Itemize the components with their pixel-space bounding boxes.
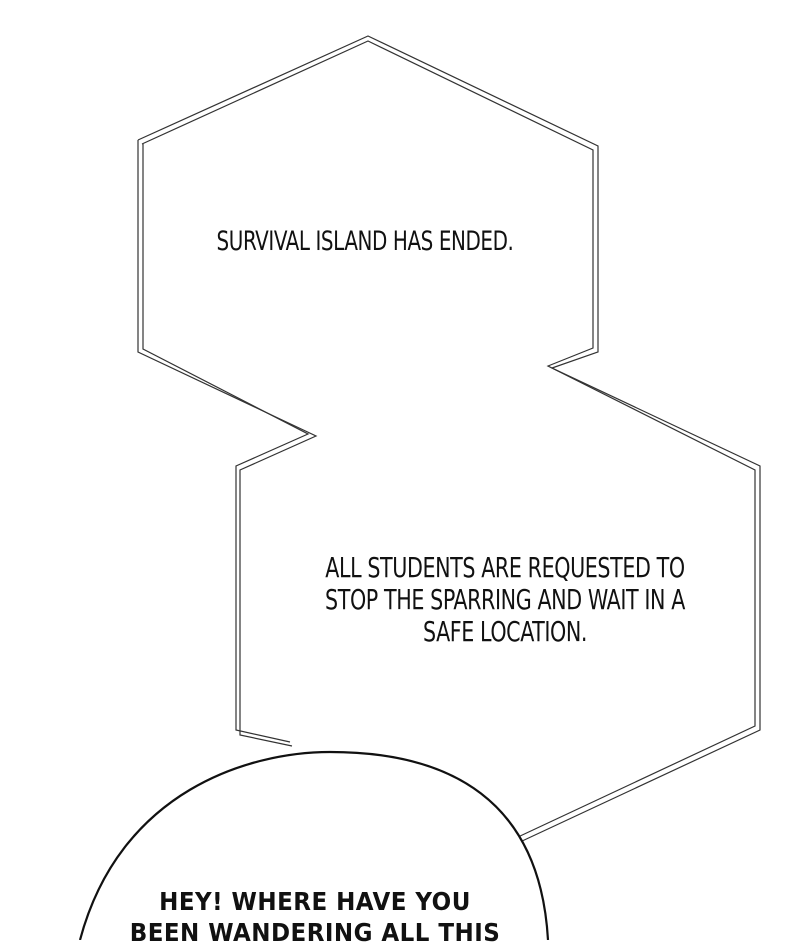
caption-students-wait-safe-location: ALL STUDENTS ARE REQUESTED TO STOP THE S… bbox=[325, 551, 685, 648]
upper-hexagon-caption-box bbox=[137, 35, 761, 843]
caption-survival-island-ended: SURVIVAL ISLAND HAS ENDED. bbox=[216, 226, 514, 257]
speech-bubble-outline bbox=[78, 750, 550, 940]
speech-bubble-text: HEY! WHERE HAVE YOU BEEN WANDERING ALL T… bbox=[129, 887, 501, 948]
